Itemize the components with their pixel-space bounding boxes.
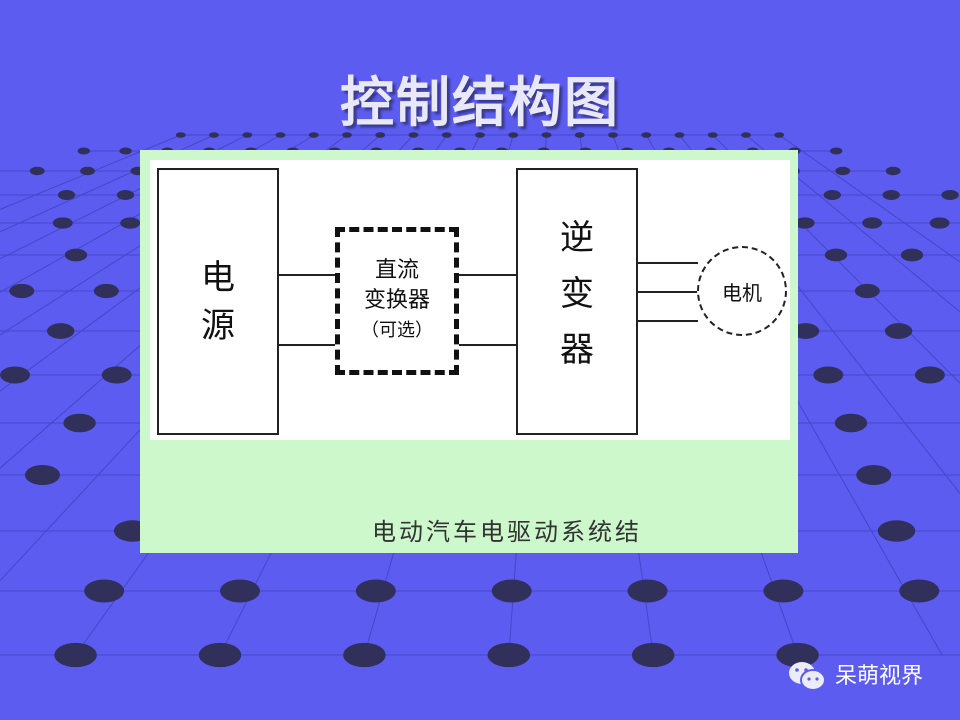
grid-dot [46,323,75,339]
grid-dot [707,132,718,138]
grid-dot [80,166,95,176]
grid-line [778,134,960,263]
grid-dot [574,132,585,138]
connector [459,274,516,276]
grid-dot [198,642,242,668]
grid-dot [487,642,531,668]
grid-dot [830,147,843,155]
grid-dot [763,579,804,603]
grid-dot [877,520,916,542]
connector [279,274,335,276]
grid-dot [941,190,959,200]
grid-dot [342,132,352,138]
grid-dot [441,132,452,138]
grid-dot [854,283,880,299]
grid-dot [101,366,132,384]
grid-dot [882,190,900,200]
watermark: 呆萌视界 [787,660,923,694]
connector [638,262,698,264]
grid-dot [84,579,125,603]
grid-dot [491,579,532,603]
grid-dot [741,132,751,138]
power-source-box: 电源 [157,168,279,435]
watermark-text: 呆萌视界 [835,664,924,689]
grid-dot [375,132,386,138]
grid-dot [823,190,841,200]
grid-dot [209,132,219,138]
grid-dot [899,579,940,603]
connector [459,344,516,346]
dc-converter-label-3: （可选） [361,320,433,341]
grid-dot [175,132,186,138]
grid-dot [63,413,96,433]
grid-dot [791,323,820,339]
diagram-caption: 电动汽车电驱动系统结 [372,518,642,546]
grid-dot [641,132,652,138]
grid-dot [541,132,552,138]
grid-dot [119,147,132,155]
grid-dot [219,579,261,603]
grid-dot [862,217,883,229]
grid-dot [29,166,45,176]
grid-dot [25,465,60,485]
grid-dot [776,642,819,668]
wechat-icon [789,662,826,691]
power-source-label: 电源 [201,257,235,346]
grid-dot [57,190,76,200]
grid-dot [631,642,675,668]
dc-converter-label-2: 变换器 [363,288,430,313]
slide-title: 控制结构图 [340,71,620,134]
grid-dot [120,217,141,229]
grid-dot [929,217,950,229]
dc-converter-label-1: 直流 [374,258,419,283]
diagram-panel: 电源 直流 变换器 （可选） 逆变器 电机 电动汽车电驱动系统结 [140,150,798,553]
grid-dot [0,366,31,384]
grid-dot [52,217,73,229]
inverter-box: 逆变器 [516,168,638,435]
motor-label: 电机 [722,280,762,305]
grid-dot [900,248,924,262]
grid-dot [824,248,848,262]
grid-dot [242,132,253,138]
grid-dot [9,283,35,299]
grid-dot [914,366,945,384]
grid-dot [774,132,785,138]
grid-dot [813,366,844,384]
connector [638,320,698,322]
grid-dot [885,166,901,176]
grid-dot [674,132,685,138]
grid-dot [355,579,396,603]
grid-dot [794,217,815,229]
grid-dot [308,132,319,138]
connector [638,291,698,293]
motor-circle: 电机 [697,246,787,336]
grid-dot [77,147,90,155]
grid-dot [475,132,485,138]
grid-dot [54,642,97,668]
grid-dot [884,323,913,339]
connector [279,344,335,346]
grid-dot [93,283,119,299]
grid-dot [835,166,851,176]
grid-dot [508,132,519,138]
inverter-label: 逆变器 [560,218,594,370]
grid-dot [343,642,386,668]
grid-dot [116,190,135,200]
grid-dot [856,465,892,485]
grid-dot [608,132,618,138]
dc-converter-box: 直流 变换器 （可选） [335,227,459,375]
grid-dot [275,132,286,138]
grid-dot [834,413,868,433]
grid-dot [627,579,668,603]
grid-dot [64,248,88,262]
grid-dot [408,132,419,138]
